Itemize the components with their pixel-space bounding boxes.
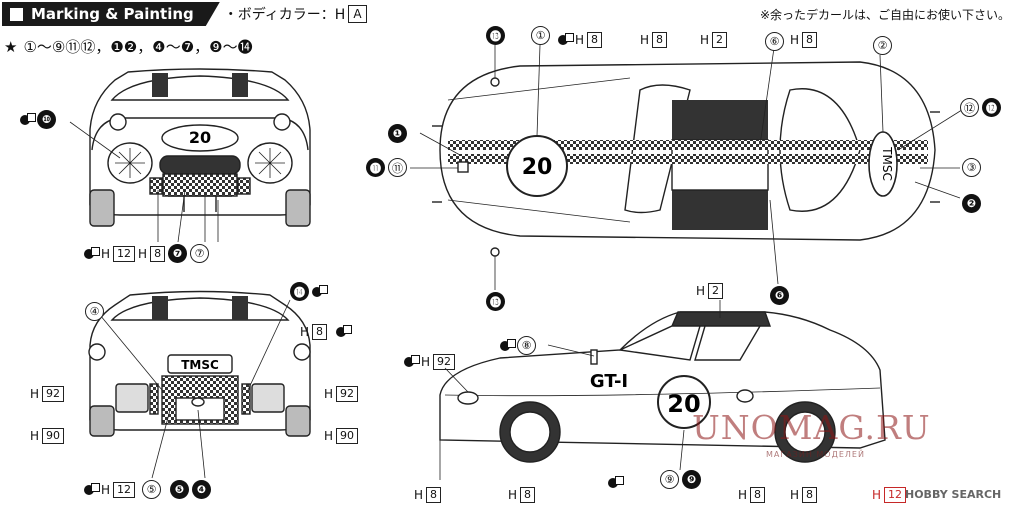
decal-icon [20, 112, 36, 127]
front-number-20: 20 [189, 128, 211, 147]
side-label-8: ⑧ [500, 336, 536, 355]
decal-list-items: ①〜⑨⑪⑫，❶❷，❹〜❼，❾〜⓮ [23, 38, 253, 56]
top-number-20: 20 [522, 155, 553, 180]
top-label-1-filled: ❶ [388, 124, 407, 143]
front-view [89, 68, 311, 227]
side-gt-text: GT-I [590, 371, 628, 392]
top-label-13-top: ⓭ [486, 26, 505, 45]
rear-plate-tmsc: TMSC [181, 358, 219, 372]
decal-icon [404, 355, 420, 369]
leftover-decal-note: ※余ったデカールは、ご自由にお使い下さい。 [759, 8, 1010, 22]
body-color: ・ボディカラー：H A [224, 4, 367, 24]
decal-icon [558, 33, 574, 47]
decal-icon [84, 482, 100, 497]
front-label-10: ❿ [20, 110, 56, 129]
watermark-sub: МАГАЗИН МОДЕЛЕЙ [766, 450, 865, 459]
source-credit: HOBBY SEARCH [905, 488, 1002, 501]
top-label-2-filled: ❷ [962, 194, 981, 213]
leader-lines [69, 44, 966, 480]
decal-icon [608, 476, 624, 490]
rear-view [88, 290, 311, 437]
top-label-1: ① [531, 26, 550, 45]
rear-label-14: ⓮ [290, 282, 328, 301]
top-label-13-bottom: ⓭ [486, 292, 505, 311]
rear-label-4: ④ [85, 302, 104, 321]
body-color-code: A [348, 5, 367, 23]
header: Marking & Painting ・ボディカラー：H A [2, 2, 367, 26]
decal-icon [312, 284, 328, 299]
square-icon [10, 8, 23, 21]
top-label-2: ② [873, 36, 892, 55]
top-view [432, 61, 940, 257]
section-title-box: Marking & Painting [2, 2, 220, 26]
decal-icon [500, 338, 516, 353]
side-number-20: 20 [667, 390, 700, 418]
decal-icon [84, 246, 100, 261]
star-icon: ★ [4, 37, 18, 56]
top-label-6-filled: ❻ [770, 286, 789, 305]
side-label-decal-icon [608, 476, 624, 490]
body-color-label: ・ボディカラー：H [223, 7, 346, 23]
decal-icon [336, 325, 353, 339]
top-label-3: ③ [962, 158, 981, 177]
top-label-6-out: ⑥ [765, 32, 784, 51]
top-plate-tmsc: TMSC [880, 146, 894, 181]
decal-list: ★ ①〜⑨⑪⑫，❶❷，❹〜❼，❾〜⓮ [4, 36, 253, 57]
section-title: Marking & Painting [31, 5, 194, 23]
watermark: UNOMAG.RU [692, 408, 931, 447]
